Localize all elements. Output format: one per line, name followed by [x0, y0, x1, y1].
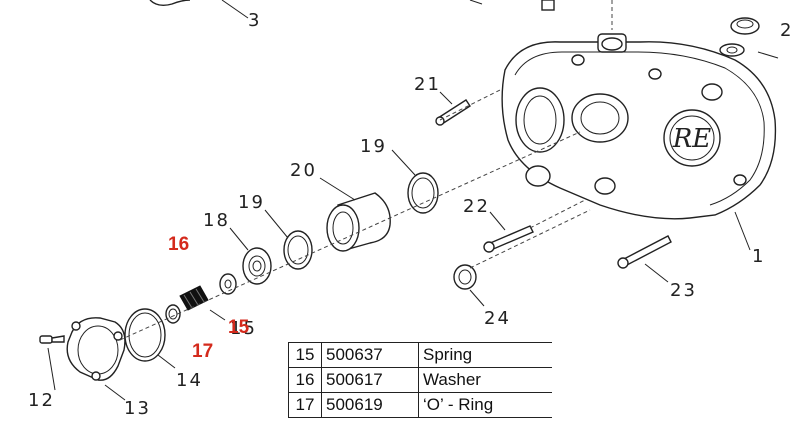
- part-number: 500619: [321, 392, 419, 418]
- table-row: 16 500617 Washer: [288, 367, 552, 393]
- part-description: ‘O’ - Ring: [418, 392, 552, 418]
- part-number: 500617: [321, 367, 419, 393]
- callout-15-grey: 15: [230, 318, 257, 339]
- bolt-23: [617, 235, 672, 269]
- item-number: 16: [288, 367, 322, 393]
- callout-2: 2: [780, 20, 793, 41]
- item-number: 17: [288, 392, 322, 418]
- part-description: Spring: [418, 342, 552, 368]
- o-ring-19-lower: [283, 230, 313, 270]
- callout-17-highlight: 17: [192, 341, 213, 362]
- bolt-22: [483, 225, 534, 253]
- callout-1: 1: [752, 246, 765, 267]
- callout-3: 3: [248, 10, 261, 31]
- callout-18: 18: [203, 210, 230, 231]
- callout-23: 23: [670, 280, 697, 301]
- o-ring-19-upper: [407, 172, 439, 214]
- part-2-plug: [719, 17, 760, 57]
- seal-24: [453, 264, 477, 290]
- callout-14: 14: [176, 370, 203, 391]
- seal-24-axis: [469, 209, 591, 269]
- callout-13: 13: [124, 398, 151, 419]
- bolt-22-axis: [529, 199, 586, 229]
- washer-16: [219, 273, 237, 295]
- gasket-14: [124, 308, 166, 362]
- leader-lines: [47, 51, 779, 401]
- callout-15-highlight: 15: [228, 317, 250, 338]
- assembly-axis: [119, 131, 581, 341]
- callout-19-lower: 19: [238, 192, 265, 213]
- callout-21: 21: [414, 74, 441, 95]
- callout-20: 20: [290, 160, 317, 181]
- callout-16-highlight: 16: [168, 234, 189, 255]
- table-row: 15 500637 Spring: [288, 342, 552, 368]
- filter-element-20: [326, 192, 391, 252]
- o-ring-17: [165, 304, 181, 324]
- spring-15: [179, 285, 209, 311]
- parts-table: 15 500637 Spring 16 500617 Washer 17 500…: [288, 342, 552, 418]
- callout-24: 24: [484, 308, 511, 329]
- part-number: 500637: [321, 342, 419, 368]
- callout-19-upper: 19: [360, 136, 387, 157]
- top-part-fragment: [469, 0, 613, 30]
- part-3-fragment: [149, 0, 249, 19]
- filter-cover-13: [66, 317, 126, 381]
- callout-12: 12: [28, 390, 55, 411]
- table-row: 17 500619 ‘O’ - Ring: [288, 392, 552, 418]
- item-number: 15: [288, 342, 322, 368]
- screw-12: [39, 335, 65, 344]
- part-description: Washer: [418, 367, 552, 393]
- re-emblem: RE: [672, 124, 712, 154]
- bolt-21: [435, 99, 471, 126]
- callout-22: 22: [463, 196, 490, 217]
- clutch-cover: RE: [501, 33, 777, 220]
